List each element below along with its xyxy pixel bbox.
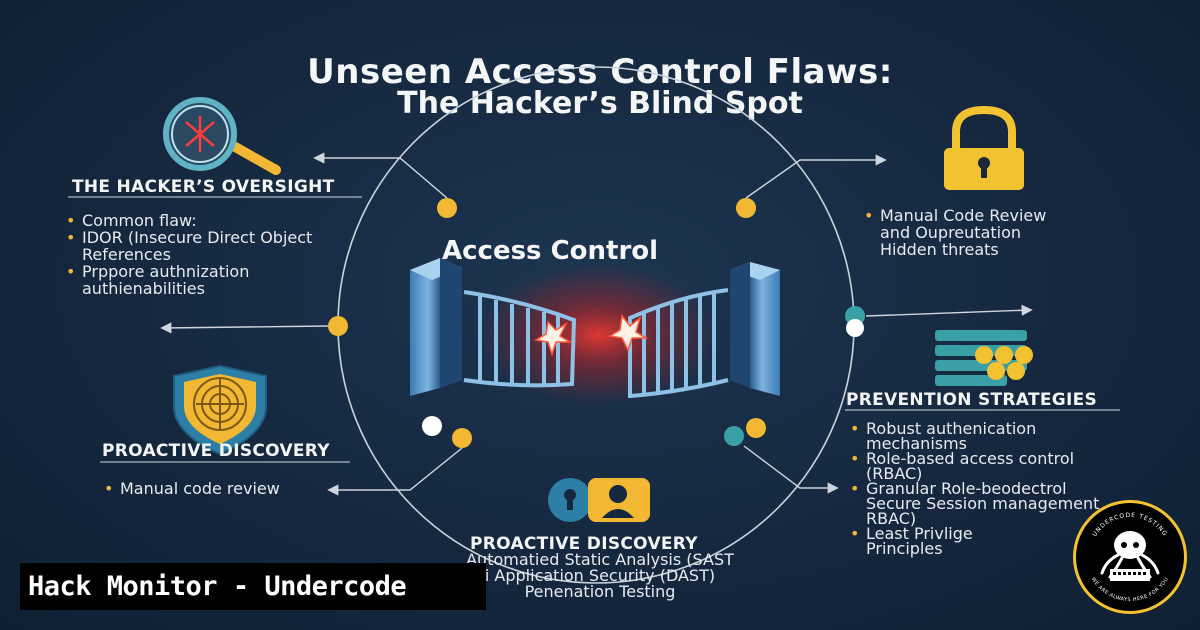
list-item: References [82, 245, 171, 264]
database-lock-icon [935, 330, 1033, 386]
list-item: Hidden threats [880, 240, 999, 259]
oversight-heading: THE HACKER’S OVERSIGHT [72, 177, 335, 197]
list-item: IDOR (Insecure Direct Object [64, 229, 384, 246]
connector-arrows [160, 152, 1033, 496]
list-item: Least Privlige [848, 526, 1148, 542]
user-lock-icon [548, 478, 650, 522]
list-item: Robust authenication [848, 421, 1148, 437]
octopus-logo-icon: UNDERCODE TESTING WE ARE ALWAYS HERE FOR… [1073, 500, 1187, 614]
list-item: Manual Code Review [862, 207, 1122, 224]
brand-banner: Hack Monitor - Undercode [20, 563, 486, 610]
list-item: Role-based access control [848, 451, 1148, 467]
padlock-icon [944, 105, 1024, 190]
list-item: Granular Role-beodectrol [848, 481, 1148, 497]
proactive-bottom-line-1: Automatied Static Analysis (SAST [466, 550, 734, 569]
proactive-bottom-line-3: Penenation Testing [524, 582, 676, 601]
proactive-left-heading: PROACTIVE DISCOVERY [102, 441, 330, 461]
shield-radar-icon [173, 364, 267, 456]
list-item: RBAC) [866, 509, 917, 528]
ring-nodes [328, 198, 865, 448]
list-item: and Oupreutation [880, 223, 1022, 242]
list-item: Prpporе authnization [64, 263, 384, 280]
oversight-list: Common flaw: IDOR (Insecure Direct Objec… [64, 212, 384, 297]
proactive-bottom-heading: PROACTIVE DISCOVERY [470, 534, 698, 554]
list-item: Principles [866, 539, 943, 558]
list-item: Manual code review [102, 480, 342, 497]
manual-review-list: Manual Code Review and Oupreutation Hidd… [862, 207, 1122, 258]
proactive-bottom-line-2: i Application Security (DAST) [484, 566, 716, 585]
list-item: Common flaw: [64, 212, 384, 229]
list-item: (RBAC) [866, 464, 923, 483]
list-item: Secure Session management [866, 494, 1100, 513]
magnifier-icon [163, 97, 281, 175]
list-item: mechanisms [866, 434, 968, 453]
prevention-heading: PREVENTION STRATEGIES [846, 390, 1098, 410]
broken-gate-icon [410, 258, 780, 405]
proactive-left-list: Manual code review [102, 480, 342, 497]
page-title: Unseen Access Control Flaws: [307, 52, 893, 92]
prevention-list: Robust authenication mechanisms Role-bas… [848, 421, 1148, 558]
list-item: authienabilities [82, 279, 205, 298]
center-label: Access Control [442, 236, 659, 266]
